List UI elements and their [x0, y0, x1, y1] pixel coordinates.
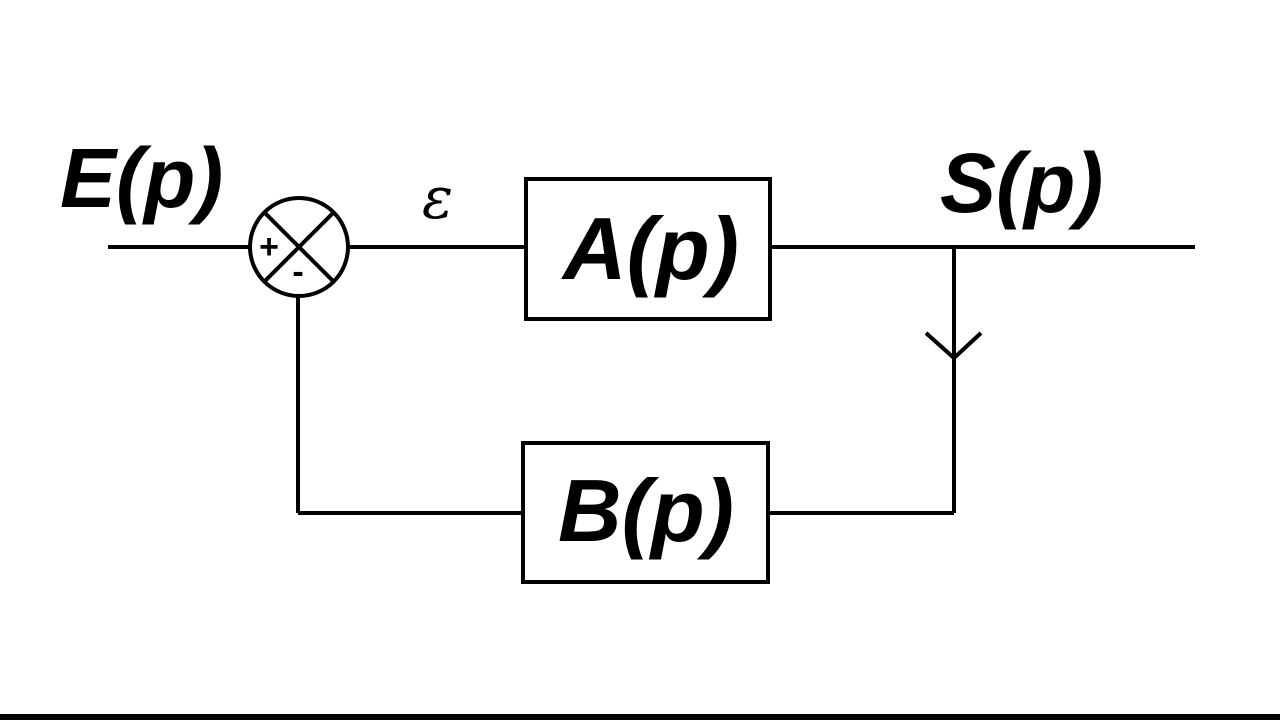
minus-sign: - [292, 253, 303, 291]
error-signal-label: ε [422, 164, 453, 232]
output-signal-label: S(p) [940, 136, 1103, 230]
input-signal-label: E(p) [60, 131, 223, 225]
forward-block: A(p) [524, 177, 772, 321]
summing-junction-cross-b [262, 210, 336, 284]
summing-junction: + - [248, 196, 350, 298]
feedback-block: B(p) [521, 441, 770, 584]
forward-block-box [524, 177, 772, 321]
feedback-direction-arrow [924, 331, 983, 361]
bottom-border-bar [0, 714, 1280, 720]
feedback-block-label: B(p) [558, 461, 734, 560]
feedback-block-box [521, 441, 770, 584]
forward-block-label: A(p) [561, 199, 739, 298]
plus-sign: + [259, 228, 279, 266]
